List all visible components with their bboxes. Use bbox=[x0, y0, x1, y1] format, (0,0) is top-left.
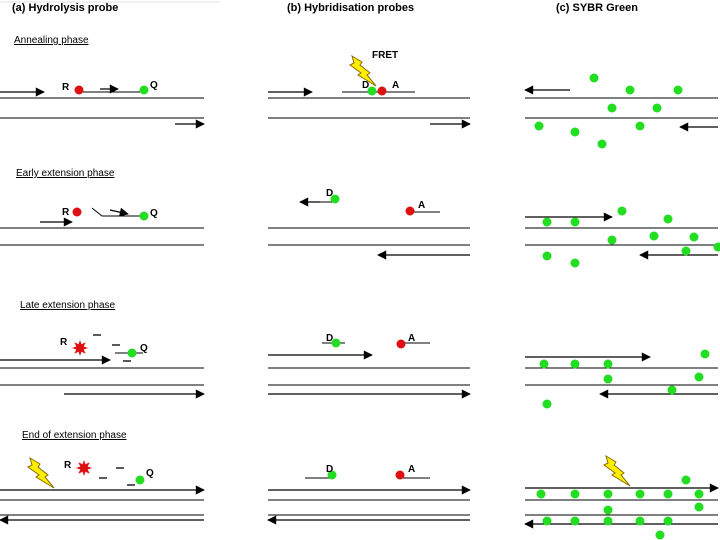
reporter-label: R bbox=[60, 337, 68, 348]
green-dye-dot bbox=[330, 194, 340, 204]
column-header-hybridisation: (b) Hybridisation probes bbox=[287, 2, 415, 14]
quencher-label: Q bbox=[150, 208, 158, 219]
green-dye-dot bbox=[139, 85, 149, 95]
phase-label-annealing: Annealing phase bbox=[14, 35, 89, 46]
reporter-label: R bbox=[62, 207, 70, 218]
green-dye-dot bbox=[649, 231, 659, 241]
green-dye-dot bbox=[327, 470, 337, 480]
green-dye-dot bbox=[663, 489, 673, 499]
green-dye-dot bbox=[570, 258, 580, 268]
column-header-sybr-green: (c) SYBR Green bbox=[556, 2, 638, 14]
green-dye-dot bbox=[635, 121, 645, 131]
red-dye-dot bbox=[74, 85, 84, 95]
column-header-hydrolysis: (a) Hydrolysis probe bbox=[12, 2, 119, 14]
green-dye-dot bbox=[689, 232, 699, 242]
red-dye-dot bbox=[396, 339, 406, 349]
red-dye-dot bbox=[72, 207, 82, 217]
donor-label: D bbox=[326, 464, 333, 475]
green-dye-dot bbox=[681, 475, 691, 485]
reporter-label: R bbox=[64, 460, 72, 471]
quencher-label: Q bbox=[150, 80, 158, 91]
green-dye-dot bbox=[603, 516, 613, 526]
fluorescence-burst-icon bbox=[76, 460, 92, 476]
lightning-bolt-icon bbox=[27, 456, 55, 489]
green-dye-dot bbox=[652, 103, 662, 113]
acceptor-label: A bbox=[418, 200, 425, 211]
green-dye-dot bbox=[534, 121, 544, 131]
donor-label: D bbox=[326, 333, 333, 344]
green-dye-dot bbox=[536, 489, 546, 499]
green-dye-dot bbox=[139, 211, 149, 221]
green-dye-dot bbox=[539, 359, 549, 369]
phase-label-early-extension: Early extension phase bbox=[16, 168, 115, 179]
lightning-bolt-icon bbox=[603, 454, 631, 487]
green-dye-dot bbox=[607, 103, 617, 113]
green-dye-dot bbox=[667, 385, 677, 395]
green-dye-dot bbox=[603, 359, 613, 369]
green-dye-dot bbox=[135, 475, 145, 485]
green-dye-dot bbox=[542, 217, 552, 227]
green-dye-dot bbox=[570, 489, 580, 499]
green-dye-dot bbox=[607, 235, 617, 245]
green-dye-dot bbox=[694, 502, 704, 512]
green-dye-dot bbox=[694, 489, 704, 499]
green-dye-dot bbox=[542, 251, 552, 261]
green-dye-dot bbox=[663, 214, 673, 224]
green-dye-dot bbox=[635, 516, 645, 526]
cleaved-probe-line bbox=[91, 207, 145, 217]
acceptor-label: A bbox=[392, 80, 399, 91]
green-dye-dot bbox=[635, 489, 645, 499]
green-dye-dot bbox=[542, 399, 552, 409]
green-dye-dot bbox=[603, 489, 613, 499]
donor-label: D bbox=[326, 188, 333, 199]
green-dye-dot bbox=[127, 348, 137, 358]
green-dye-dot bbox=[542, 516, 552, 526]
green-dye-dot bbox=[694, 372, 704, 382]
fret-label: FRET bbox=[372, 50, 398, 61]
green-dye-dot bbox=[673, 85, 683, 95]
green-dye-dot bbox=[331, 338, 341, 348]
green-dye-dot bbox=[603, 505, 613, 515]
phase-label-late-extension: Late extension phase bbox=[20, 300, 116, 311]
green-dye-dot bbox=[713, 242, 720, 252]
green-dye-dot bbox=[570, 359, 580, 369]
reporter-label: R bbox=[62, 82, 70, 93]
green-dye-dot bbox=[367, 86, 377, 96]
red-dye-dot bbox=[377, 86, 387, 96]
acceptor-label: A bbox=[408, 333, 415, 344]
fluorescence-burst-icon bbox=[72, 340, 88, 356]
green-dye-dot bbox=[589, 73, 599, 83]
green-dye-dot bbox=[603, 374, 613, 384]
green-dye-dot bbox=[570, 127, 580, 137]
red-dye-dot bbox=[395, 470, 405, 480]
green-dye-dot bbox=[681, 246, 691, 256]
green-dye-dot bbox=[625, 85, 635, 95]
quencher-label: Q bbox=[140, 343, 148, 354]
donor-label: D bbox=[362, 80, 369, 91]
arrow-icon bbox=[109, 207, 129, 217]
green-dye-dot bbox=[617, 206, 627, 216]
green-dye-dot bbox=[570, 516, 580, 526]
fret-lightning-icon bbox=[349, 54, 377, 87]
red-dye-dot bbox=[405, 206, 415, 216]
green-dye-dot bbox=[570, 217, 580, 227]
green-dye-dot bbox=[597, 139, 607, 149]
acceptor-label: A bbox=[408, 464, 415, 475]
green-dye-dot bbox=[655, 530, 665, 540]
quencher-label: Q bbox=[146, 468, 154, 479]
green-dye-dot bbox=[700, 349, 710, 359]
phase-label-end-extension: End of extension phase bbox=[22, 430, 127, 441]
green-dye-dot bbox=[663, 516, 673, 526]
